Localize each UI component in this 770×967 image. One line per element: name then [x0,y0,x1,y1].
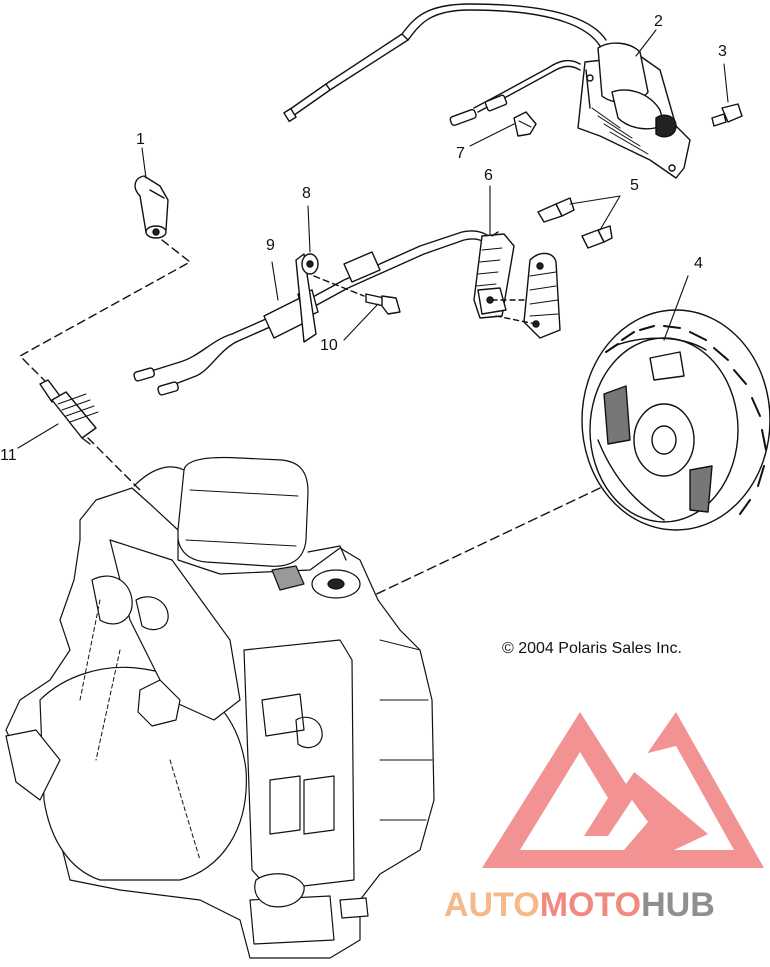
watermark-hub: HUB [641,886,715,924]
pickup-coil-lower [523,252,561,339]
ignition-coil [577,42,691,179]
pickup-coil-upper [473,231,515,319]
watermark-text: AUTOMOTOHUB [444,886,715,925]
plug-to-engine-leader [87,437,141,491]
pickup-leader [491,299,537,325]
callout-11: 11 [0,447,17,464]
callout-3: 3 [718,43,727,60]
watermark-logo [482,712,764,868]
engine-block [5,456,435,959]
callout-10: 10 [320,337,338,354]
watermark-auto: AUTO [444,886,540,924]
pickup-screws [537,197,613,249]
spark-plug [39,379,99,445]
callout-6: 6 [484,167,493,184]
cap-to-plug-leader [19,239,191,385]
watermark-moto: MOTO [539,886,642,924]
callout-leaders [17,29,729,449]
callout-4: 4 [694,255,703,272]
high-tension-lead [283,3,607,123]
callout-2: 2 [654,13,663,30]
callout-9: 9 [266,237,275,254]
spark-plug-cap [134,175,169,239]
callout-8: 8 [302,185,311,202]
grommet [301,253,319,275]
copyright-notice: © 2004 Polaris Sales Inc. [502,640,682,657]
flywheel-leader [363,487,601,601]
coil-wire [449,59,581,137]
flywheel [581,309,770,531]
grommet-leader [313,275,365,297]
callout-7: 7 [456,145,465,162]
callout-5: 5 [630,177,639,194]
coil-screw [711,103,743,127]
callout-1: 1 [136,131,145,148]
stator-bolt [365,293,401,315]
